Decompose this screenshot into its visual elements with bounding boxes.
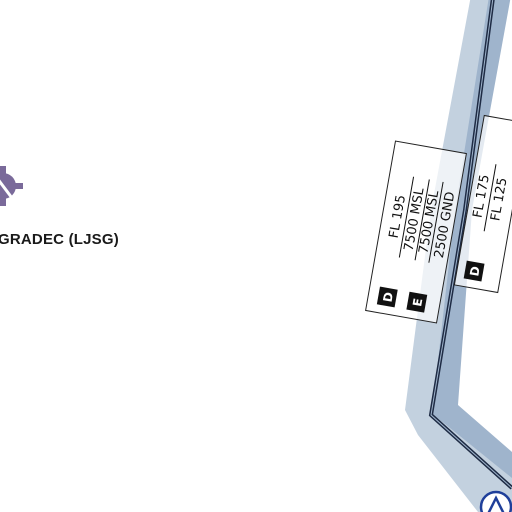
airspace-box-2[interactable]: FL 175 FL 125 D <box>453 114 512 294</box>
airspace-box-2-lower-1: FL 125 <box>488 177 510 223</box>
airway-centerline-highlight <box>430 0 512 489</box>
airspace-box-1-upper: FL 195 <box>387 194 409 240</box>
airway-inner-band <box>432 0 512 478</box>
airport-symbol-icon[interactable] <box>0 166 23 206</box>
class-badge-d <box>376 286 398 308</box>
class-badge-e-label: E <box>410 297 425 308</box>
class-badge-d <box>463 260 485 282</box>
class-badge-e <box>406 291 428 313</box>
airport-name-label: GRADEC (LJSG) <box>0 231 119 248</box>
airspace-box-2-upper: FL 175 <box>471 173 493 219</box>
airspace-box-1[interactable]: FL 195 7500 MSL 7500 MSL 2500 GND D E <box>365 140 467 324</box>
navaid-triangle-icon[interactable] <box>479 490 512 512</box>
class-badge-d-label: D <box>381 291 397 303</box>
class-badge-d-label: D <box>467 265 483 277</box>
